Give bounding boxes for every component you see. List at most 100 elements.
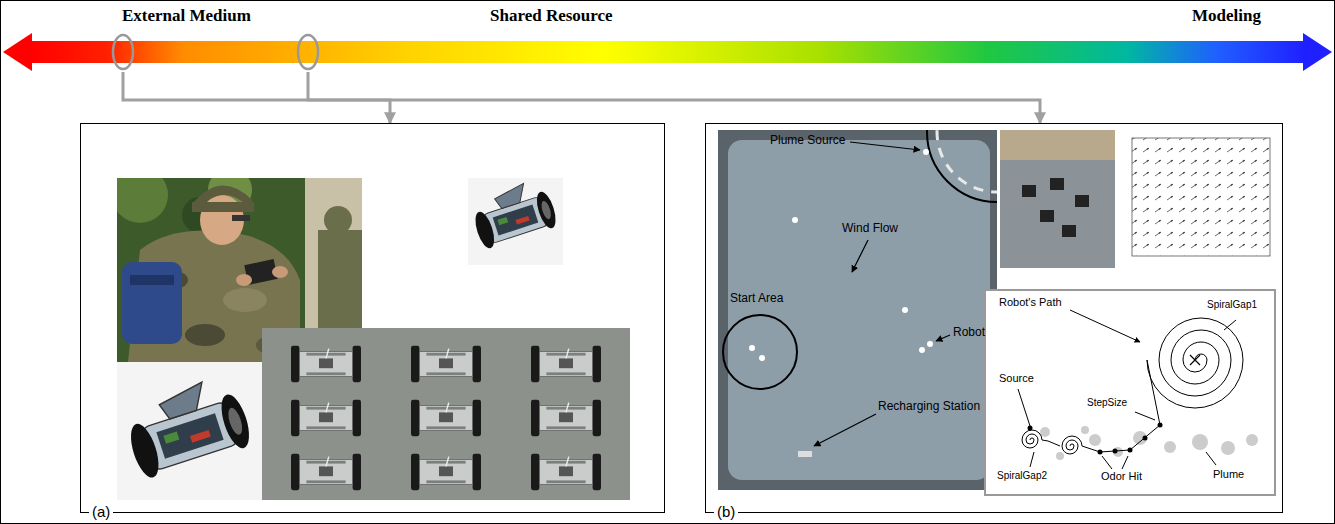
spectrum-label: External Medium [122, 6, 251, 26]
spiral-search-inset [1246, 434, 1258, 446]
annotation-label: StepSize [1086, 397, 1128, 409]
spiral-search-inset [1135, 412, 1155, 420]
spiral-search-inset [1221, 441, 1235, 455]
spiral-search-inset [1030, 452, 1034, 467]
robot-group-photo [531, 346, 601, 382]
spiral-search-inset [1147, 318, 1243, 408]
arena-photo [798, 451, 812, 457]
soldier-photo [130, 275, 174, 285]
annotation-label: Odor Hit [1100, 470, 1143, 483]
arena-photo [923, 149, 929, 155]
spectrum-band: External Medium Shared Resource Modeling [0, 0, 1335, 72]
spiral-search-inset [1070, 310, 1140, 342]
spiral-search-inset [1164, 441, 1176, 453]
spiral-search-inset [1102, 456, 1112, 469]
annotation-label: Wind Flow [842, 222, 898, 236]
arena-photo [728, 140, 990, 480]
spiral-search-inset [1042, 440, 1060, 446]
spiral-search-inset [985, 290, 1275, 495]
annotation-label: SpiralGap1 [1206, 299, 1258, 311]
arena-photo [814, 414, 876, 446]
annotation-label: Plume [1212, 468, 1245, 481]
robot-group-photo [291, 454, 361, 490]
arena-photo [902, 307, 908, 313]
panel-box: (b) [705, 123, 1283, 513]
robot-group-photo [291, 346, 361, 382]
robots-small-photo [1040, 210, 1054, 222]
robots-small-photo [1050, 178, 1064, 190]
robot-group-photo [411, 400, 481, 436]
panel-label: (a) [89, 503, 113, 520]
annotation-label: Source [998, 372, 1035, 385]
spiral-search-inset [1128, 448, 1133, 453]
spectrum-label: Modeling [1192, 6, 1261, 26]
panel-label: (b) [714, 503, 738, 520]
soldier-photo [223, 288, 267, 312]
annotation-label: Robot [953, 326, 985, 340]
annotation-label: Robot's Path [998, 296, 1063, 309]
soldier-photo [324, 206, 352, 234]
spiral-search-inset [985, 290, 1275, 495]
vector-field-plot [1120, 130, 1275, 265]
spectrum-bar [30, 41, 1305, 63]
arena-photo [850, 142, 920, 150]
robot-group-photo [411, 454, 481, 490]
spiral-search-inset [1089, 434, 1101, 446]
robot-group-photo [411, 346, 481, 382]
soldier-photo [236, 274, 252, 286]
robots-small-photo [1000, 130, 1115, 268]
spiral-search-inset [1224, 320, 1236, 330]
soldier-photo [122, 262, 182, 344]
spectrum-bar [3, 33, 32, 71]
spiral-search-inset [1113, 447, 1123, 457]
annotation-label: Plume Source [770, 134, 845, 148]
spectrum-bar [298, 35, 318, 69]
robot-group-photo [262, 328, 630, 500]
soldier-photo [185, 324, 225, 346]
arena-photo [919, 347, 925, 353]
arena-photo [718, 130, 997, 490]
spectrum-bar [3, 33, 1332, 71]
spiral-search-inset [1062, 436, 1082, 454]
robots-small-photo [1022, 185, 1036, 197]
robot-group-photo [531, 454, 601, 490]
robot-group-photo [531, 400, 601, 436]
vector-field-plot [1120, 130, 1275, 265]
annotation-label: Recharging Station [878, 400, 980, 414]
connector-arrow [123, 72, 390, 123]
spectrum-label: Shared Resource [490, 6, 613, 26]
arena-photo [718, 130, 997, 490]
spiral-search-inset [1206, 452, 1216, 465]
arena-photo [927, 341, 933, 347]
arena-photo [936, 335, 950, 341]
spiral-search-inset [1082, 360, 1160, 452]
spiral-search-inset [1018, 389, 1030, 426]
spiral-search-inset [1190, 355, 1200, 365]
vector-field-plot [1132, 138, 1270, 256]
soldier-photo [192, 202, 254, 212]
soldier-photo [232, 215, 250, 221]
soldier-photo [117, 178, 168, 223]
arena-photo [927, 130, 997, 202]
robot-group-photo [291, 400, 361, 436]
spectrum-bar [1303, 33, 1332, 71]
spectrum-bar [113, 35, 133, 69]
arena-photo [723, 315, 797, 389]
robots-small-photo [1000, 130, 1115, 268]
arena-photo [759, 355, 765, 361]
spiral-search-inset [1056, 452, 1064, 460]
robots-small-photo [1000, 130, 1115, 160]
arena-photo [749, 345, 755, 351]
spiral-search-inset [1113, 449, 1118, 454]
robot-photo [119, 373, 254, 481]
panel-box: (a) [80, 123, 665, 513]
spiral-search-inset [1143, 436, 1148, 441]
robots-small-photo [1062, 225, 1076, 237]
spiral-search-inset [1122, 456, 1128, 469]
robot-photo [468, 177, 560, 250]
